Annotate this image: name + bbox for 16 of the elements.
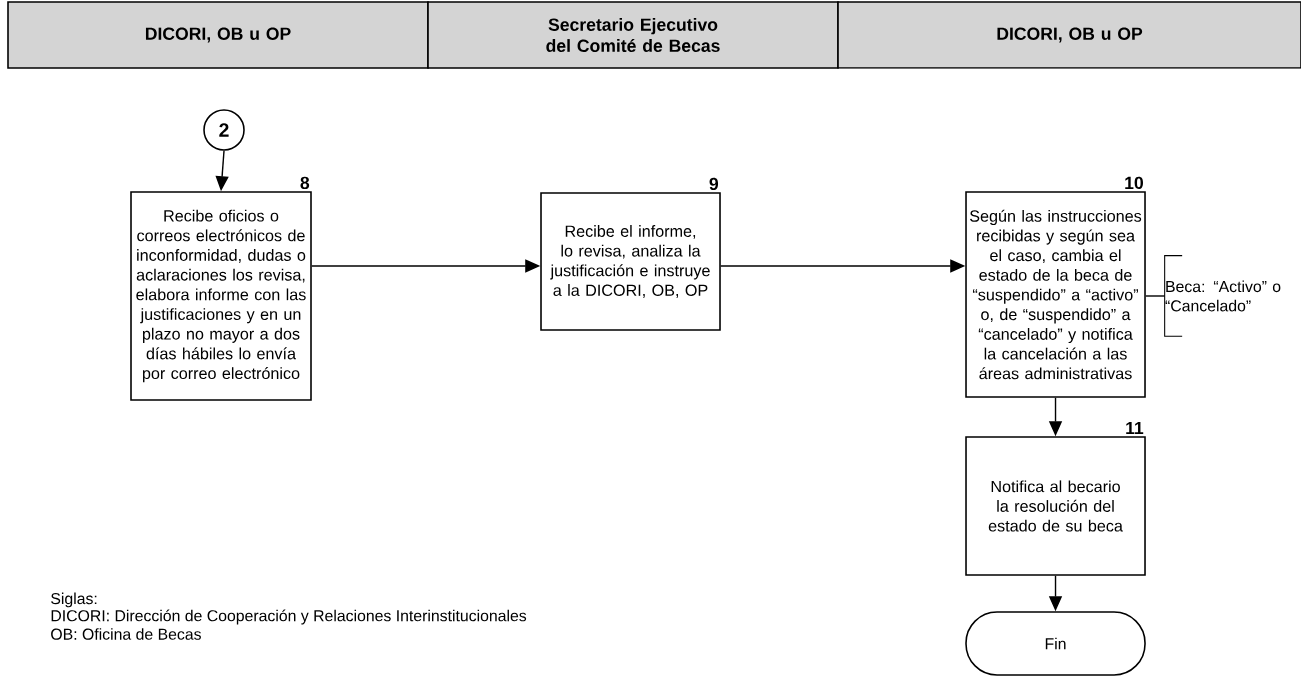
process-box: Recibe el informe, lo revisa, analiza la justificación e instruye a la DICORI, OB, OP [540, 192, 721, 331]
lane-header: Secretario Ejecutivo del Comité de Becas [427, 1, 839, 69]
lane-header: DICORI, OB u OP [837, 1, 1301, 69]
step-number: 8 [300, 176, 310, 190]
connector-line [1145, 295, 1166, 297]
process-box: Recibe oficios o correos electrónicos de inconformidad, dudas o aclaraciones los revisa, elabora informe con las justificaciones y en un plazo no mayor a dos días hábiles lo envía por correo electrónico [130, 191, 312, 401]
legend-text: OB: Oficina de Becas [51, 628, 201, 640]
legend-text: Siglas: [51, 592, 97, 608]
step-number: 11 [1126, 422, 1144, 435]
process-box: Según las instrucciones recibidas y según sea el caso, cambia el estado de la beca de “suspendido” a “activo” o, de “suspendido” a “cancelado” y notifica la cancelación a las áreas administrativas [965, 191, 1146, 398]
process-box: Notifica al becario la resolución del estado de su beca [965, 436, 1146, 576]
lane-header: DICORI, OB u OP [7, 1, 429, 69]
step-number: 10 [1125, 176, 1143, 190]
step-number: 9 [709, 177, 719, 191]
legend-text: DICORI: Dirección de Cooperación y Relaciones Interinstitucionales [51, 609, 527, 625]
annotation-text: Beca: “Activo” o “Cancelado” [1165, 280, 1281, 312]
